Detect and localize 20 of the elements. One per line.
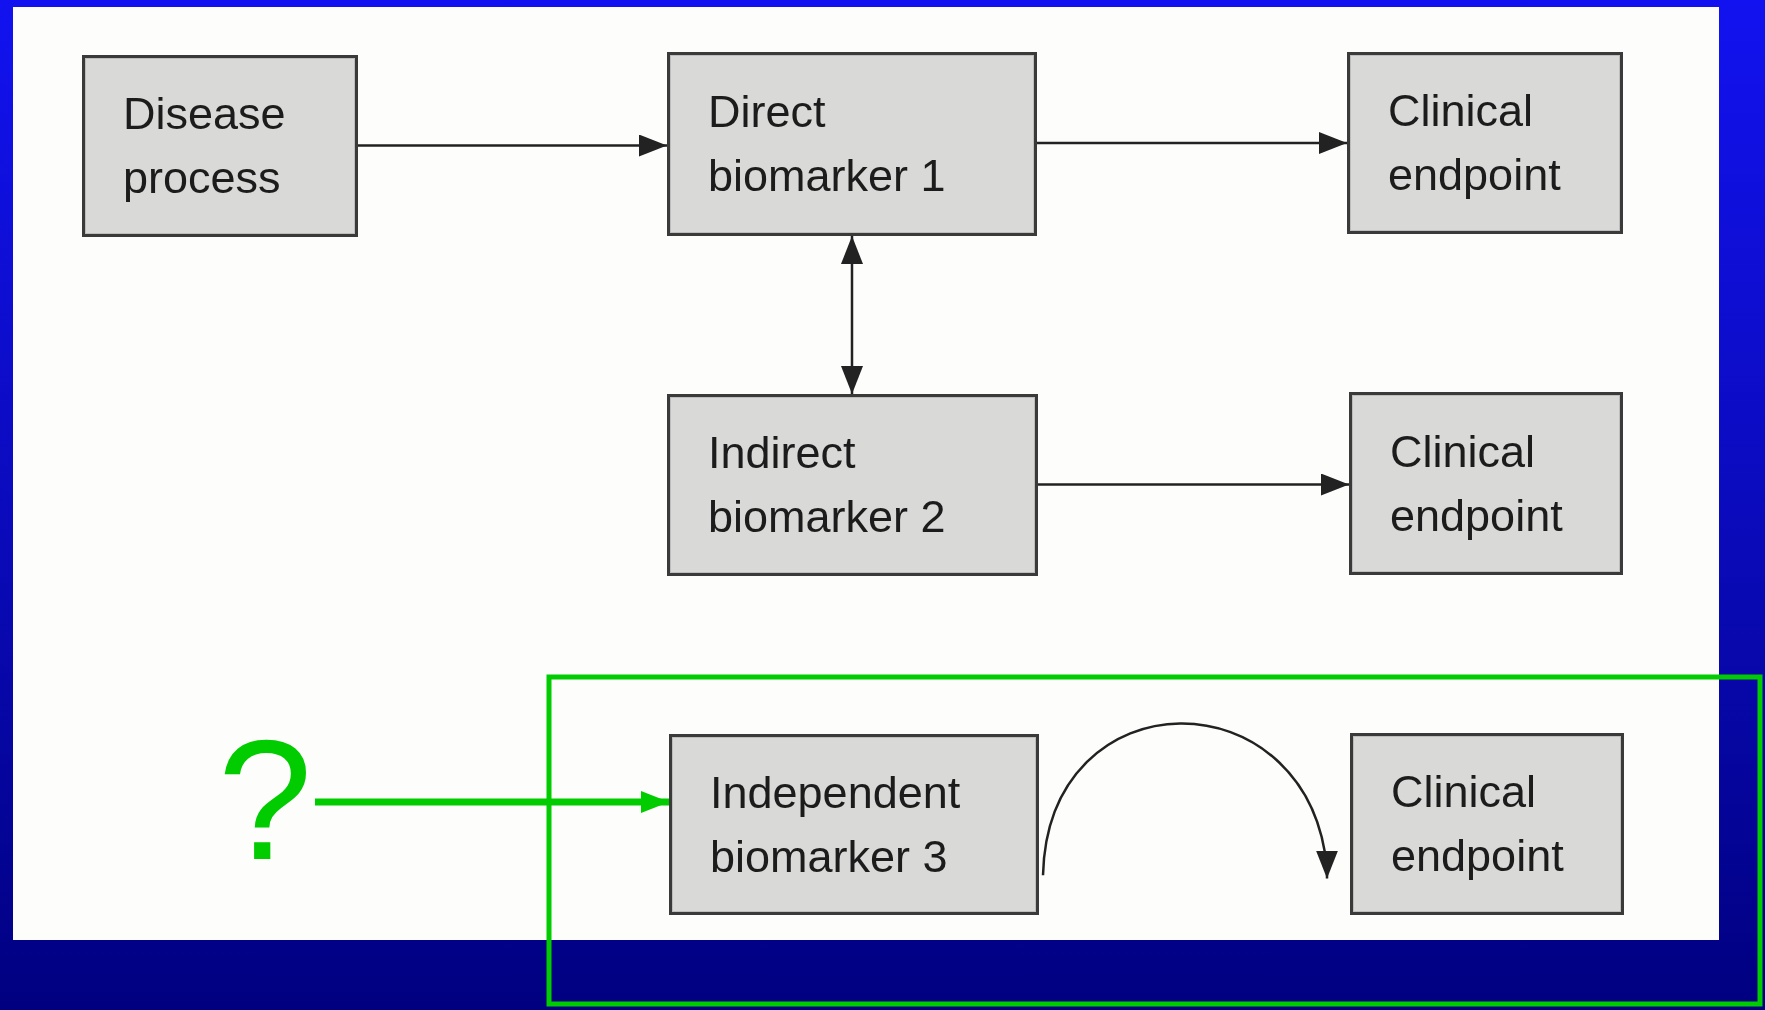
process-box <box>1349 392 1623 575</box>
box-label: Independent biomarker 3 <box>710 765 962 884</box>
process-box <box>669 734 1039 915</box>
box-label: Clinical endpoint <box>1390 424 1564 543</box>
process-box <box>1347 52 1623 234</box>
process-box <box>1350 733 1624 915</box>
question-mark: ? <box>217 725 313 875</box>
process-box <box>667 394 1038 576</box>
arrow <box>1037 132 1347 154</box>
box-label: Clinical endpoint <box>1388 84 1562 202</box>
box-label: Direct biomarker 1 <box>708 85 947 203</box>
arrow <box>1041 722 1338 879</box>
box-label: Disease process <box>123 87 287 205</box>
box-label: Clinical endpoint <box>1391 765 1565 883</box>
box-label: Indirect biomarker 2 <box>708 426 947 544</box>
process-box <box>667 52 1037 236</box>
arrow <box>1038 473 1349 496</box>
process-box <box>82 55 358 237</box>
arrow <box>841 236 863 394</box>
arrow <box>358 134 667 157</box>
